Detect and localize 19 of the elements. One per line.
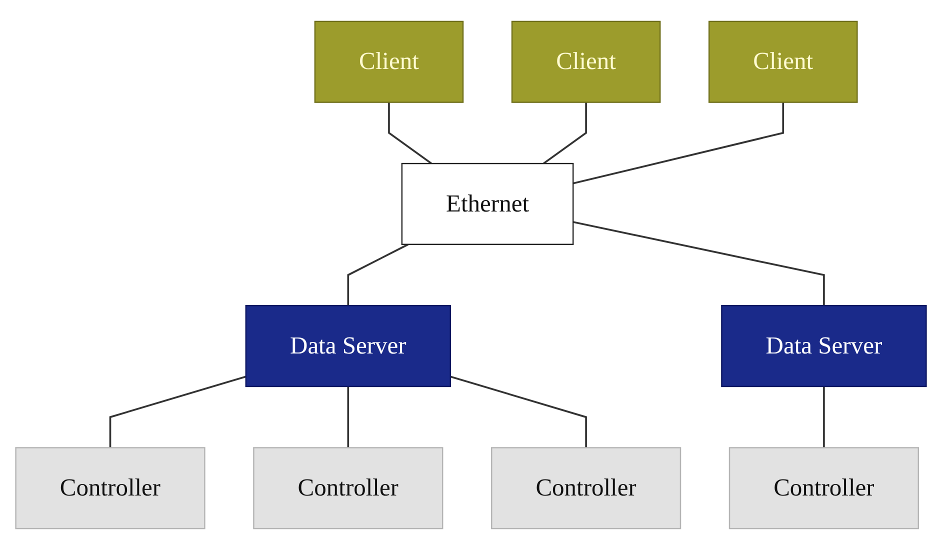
node-box: Controller [253, 446, 444, 529]
connector [388, 102, 432, 164]
connector [450, 375, 587, 448]
node-box: Data Server [245, 304, 452, 387]
connector [572, 102, 784, 184]
connector [572, 220, 825, 306]
connector [823, 386, 825, 448]
node-box: Controller [15, 446, 206, 529]
connector [347, 386, 350, 448]
connector [543, 102, 587, 164]
node-box: Client [708, 20, 858, 102]
connector [347, 243, 409, 306]
node-box: Client [314, 20, 464, 102]
connector [109, 375, 246, 448]
node-box: Controller [490, 446, 682, 529]
node-box: Ethernet [401, 162, 574, 244]
node-box: Controller [728, 446, 920, 529]
node-box: Data Server [721, 304, 927, 387]
node-box: Client [511, 20, 661, 102]
